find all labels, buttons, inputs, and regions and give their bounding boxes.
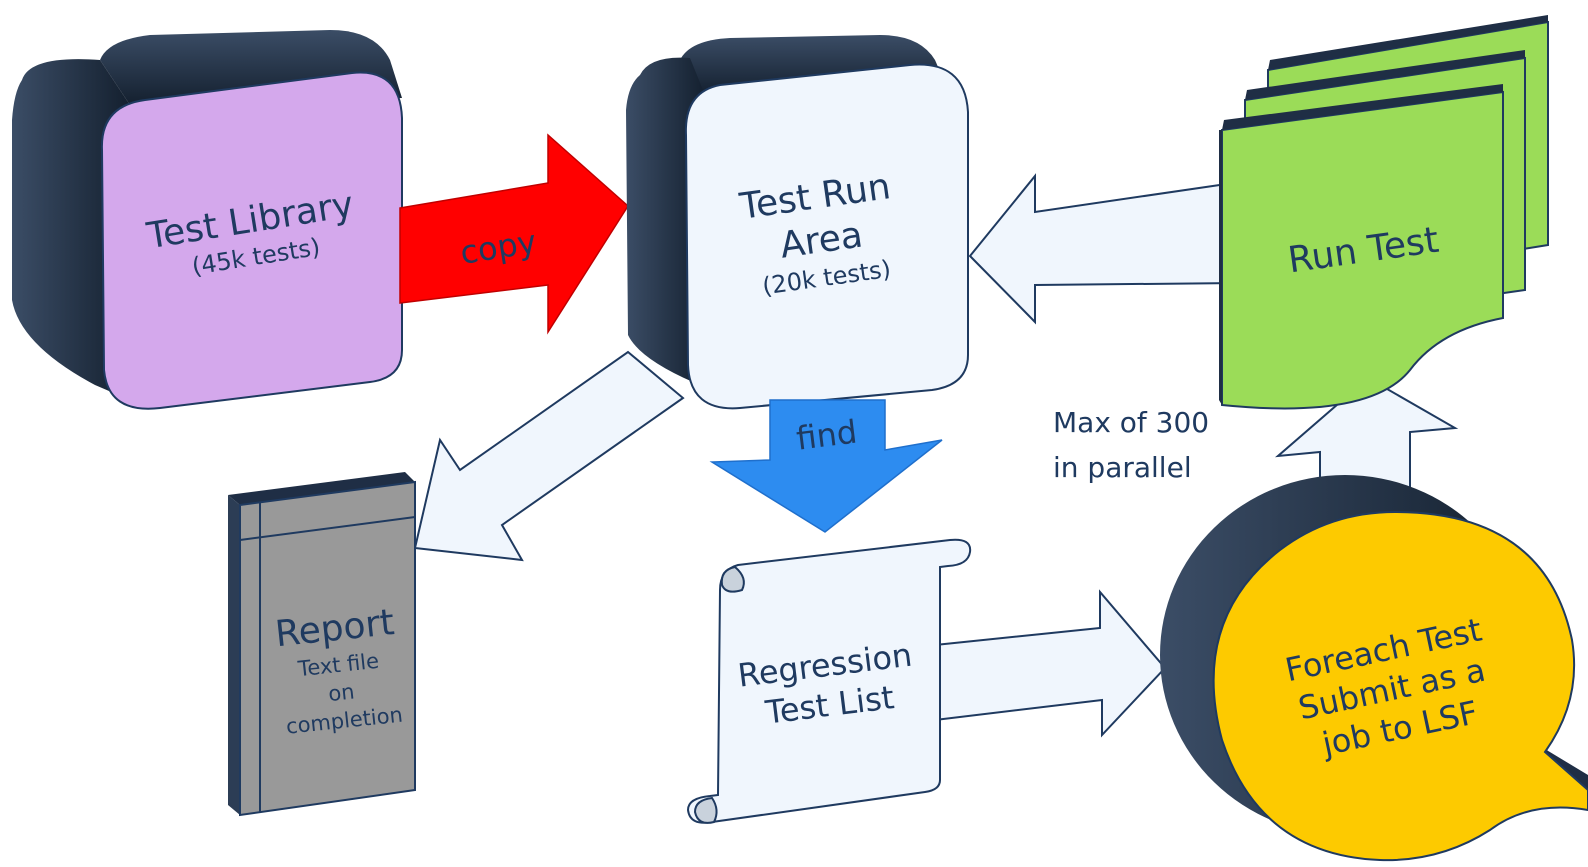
area-to-report-arrow [413,350,685,562]
run-test-face [1221,90,1504,410]
run-to-area-arrow [968,173,1241,325]
report-node: Report Text file on completion [228,472,416,817]
test-library-face [100,71,403,410]
test-library-node: Test Library (45k tests) [12,30,403,410]
find-label: find [794,413,859,458]
test-run-area-face [684,63,969,410]
regression-list-face [686,538,972,824]
parallel-note-line-2: in parallel [1053,451,1192,484]
run-test-node: Run Test [1219,15,1549,410]
report-face [239,480,416,817]
copy-arrow: copy [399,133,629,335]
find-arrow: find [709,399,943,533]
test-run-area-node: Test Run Area (20k tests) [626,35,969,410]
foreach-node: Foreach Test Submit as a job to LSF [1160,475,1588,862]
parallel-note-line-1: Max of 300 [1053,406,1209,439]
report-line-2: on [327,680,356,707]
list-to-foreach-arrow [934,589,1167,738]
regression-list-node: Regression Test List [686,538,972,824]
foreach-face [1212,510,1588,862]
